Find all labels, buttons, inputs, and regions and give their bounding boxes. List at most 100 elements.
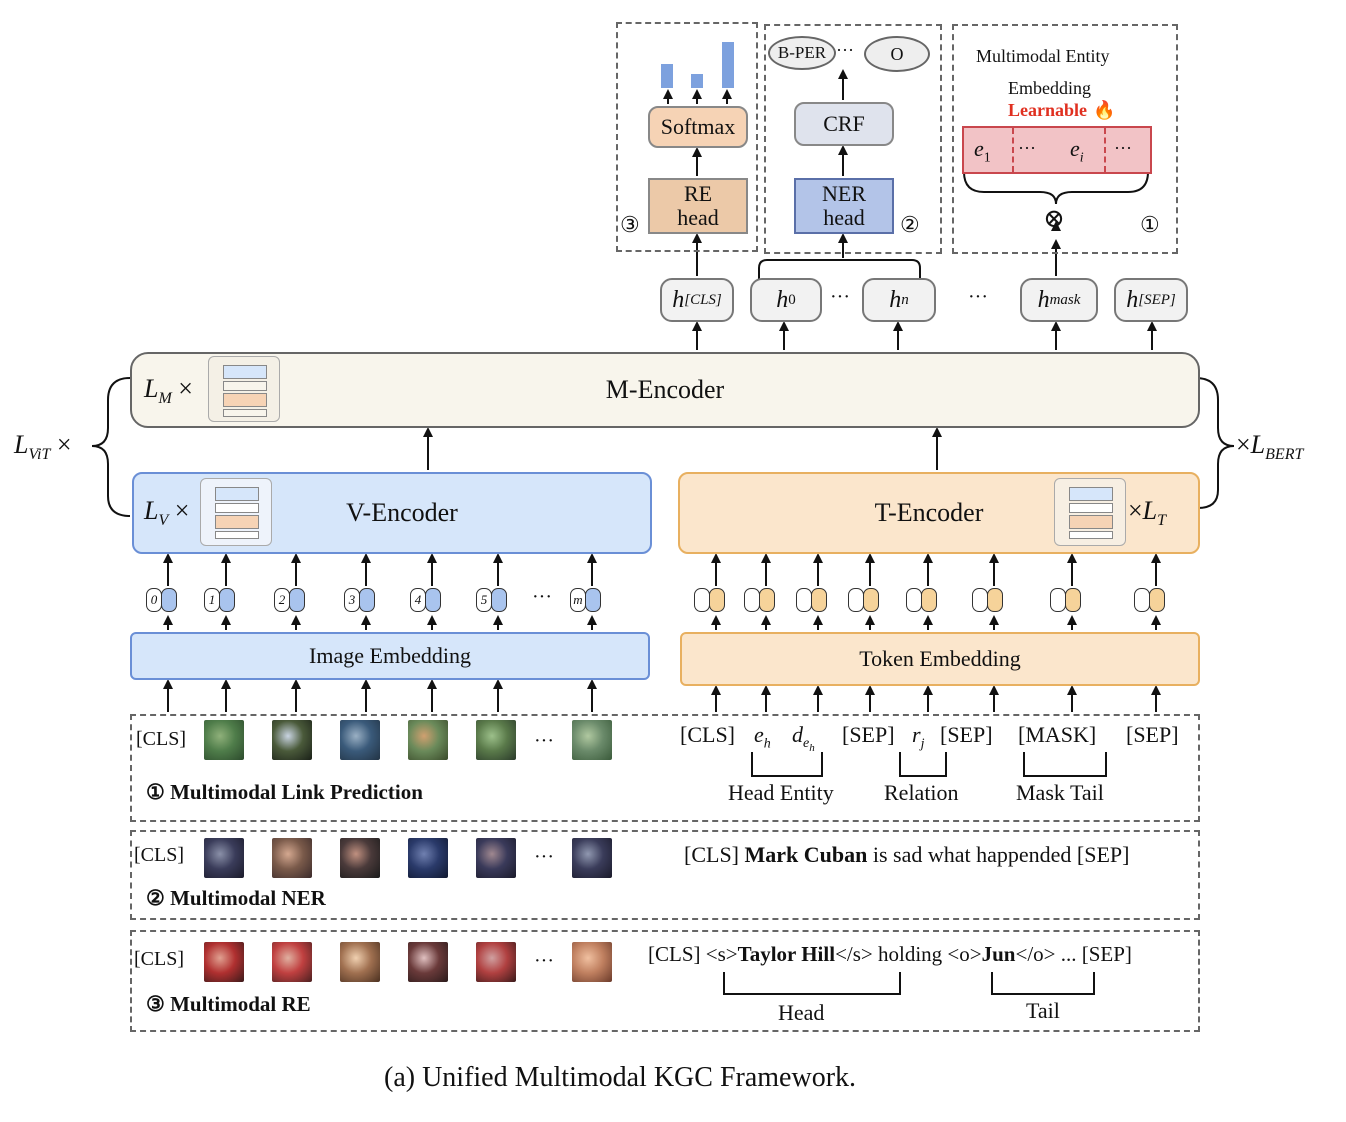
lp-task-panel (952, 24, 1178, 254)
patch-embedding-cell (585, 588, 601, 612)
t-encoder-label: T-Encoder (874, 498, 984, 527)
crf-label: CRF (823, 111, 865, 136)
patch-token: 4 (410, 588, 444, 612)
entity-embedding-title-2: Embedding (1008, 78, 1091, 98)
entity-e1: e1 (974, 136, 991, 166)
photo-thumbnail (476, 942, 516, 982)
entity-embedding-table: e1 ··· ei ··· (962, 126, 1152, 174)
patch-embedding-cell (219, 588, 235, 612)
crf-box: CRF (794, 102, 894, 146)
lp-token-cls: [CLS] (680, 722, 735, 747)
entity-brace (963, 171, 1149, 205)
lp-token-sep2: [SEP] (940, 722, 993, 747)
re-tail-bracket (991, 972, 1095, 995)
patch-index: 4 (410, 588, 426, 612)
text-token (694, 588, 728, 612)
lp-token-sep3: [SEP] (1126, 722, 1179, 747)
text-token-index (848, 588, 864, 612)
ner-head-box: NER head (794, 178, 894, 234)
patch-embedding-cell (161, 588, 177, 612)
patch-embedding-cell (359, 588, 375, 612)
patch-token: 2 (274, 588, 308, 612)
re-tail-label: Tail (1026, 998, 1060, 1023)
re-head-line2: head (677, 205, 719, 230)
photo-thumbnail (476, 720, 516, 760)
ner-input-row (130, 830, 1200, 920)
text-token (1050, 588, 1084, 612)
otimes-symbol: ⊗ (1043, 204, 1065, 233)
photo-thumbnail (340, 942, 380, 982)
text-embedding-cell (759, 588, 775, 612)
lp-input-row (130, 714, 1200, 822)
hidden-cls: h[CLS] (660, 278, 734, 322)
mask-tail-bracket (1023, 752, 1107, 777)
text-token (848, 588, 882, 612)
photo-thumbnail (476, 838, 516, 878)
patch-index: 5 (476, 588, 492, 612)
entity-divider-2 (1104, 128, 1106, 172)
ner-task-panel (764, 24, 942, 254)
relation-bracket (899, 752, 947, 777)
text-token-index (694, 588, 710, 612)
text-embedding-cell (1065, 588, 1081, 612)
text-embedding-cell (811, 588, 827, 612)
right-brace (1195, 377, 1235, 509)
entity-dots-2: ··· (1114, 138, 1132, 158)
image-embedding-label: Image Embedding (309, 643, 471, 668)
re-head-line1: RE (683, 181, 713, 206)
text-token-index (972, 588, 988, 612)
tag-o: O (864, 36, 930, 72)
ner-head-line1: NER (822, 181, 866, 206)
photo-thumbnail (408, 720, 448, 760)
photo-thumbnail (340, 838, 380, 878)
lp-token-sep1: [SEP] (842, 722, 895, 747)
text-embedding-cell (921, 588, 937, 612)
text-token (796, 588, 830, 612)
ner-panel-marker: ② (900, 212, 920, 237)
re-input-row (130, 930, 1200, 1032)
m-encoder-block-icon (208, 356, 280, 422)
tag-o-label: O (890, 43, 904, 64)
text-embedding-cell (1149, 588, 1165, 612)
text-token-index (1050, 588, 1066, 612)
token-embedding: Token Embedding (680, 632, 1200, 686)
left-brace (91, 377, 131, 517)
ner-sentence: [CLS] Mark Cuban is sad what happended [… (684, 842, 1130, 867)
text-token (1134, 588, 1168, 612)
text-token-index (744, 588, 760, 612)
text-embedding-cell (863, 588, 879, 612)
photo-thumbnail (272, 838, 312, 878)
softmax-bar-3 (722, 42, 734, 88)
re-head-box: RE head (648, 178, 748, 234)
photo-thumbnail (572, 720, 612, 760)
patch-index: 0 (146, 588, 162, 612)
hidden-sep: h[SEP] (1114, 278, 1188, 322)
patch-token: 5 (476, 588, 510, 612)
figure-caption: (a) Unified Multimodal KGC Framework. (384, 1062, 857, 1093)
patch-embedding-cell (425, 588, 441, 612)
lp-cls: [CLS] (136, 728, 186, 750)
softmax-box: Softmax (648, 106, 748, 148)
photo-thumbnail (340, 720, 380, 760)
patch-token: m (570, 588, 604, 612)
photo-thumbnail (204, 720, 244, 760)
softmax-label: Softmax (660, 114, 736, 139)
re-cls: [CLS] (134, 948, 184, 970)
learnable-label: Learnable🔥 (1008, 100, 1115, 121)
entity-dots-1: ··· (1018, 138, 1036, 158)
hidden-ellipsis-2: ··· (968, 286, 988, 308)
lp-row-title: ① Multimodal Link Prediction (146, 780, 423, 804)
patch-index: m (570, 588, 586, 612)
re-task-panel (616, 22, 758, 252)
ner-row-title: ② Multimodal NER (146, 886, 326, 910)
m-encoder-label: M-Encoder (605, 375, 725, 404)
v-encoder-block-icon (200, 478, 272, 546)
right-brace-label: ×LBERT (1236, 430, 1304, 464)
entity-ei: ei (1070, 136, 1084, 166)
patch-token: 0 (146, 588, 180, 612)
group-mask-tail: Mask Tail (1016, 780, 1104, 805)
